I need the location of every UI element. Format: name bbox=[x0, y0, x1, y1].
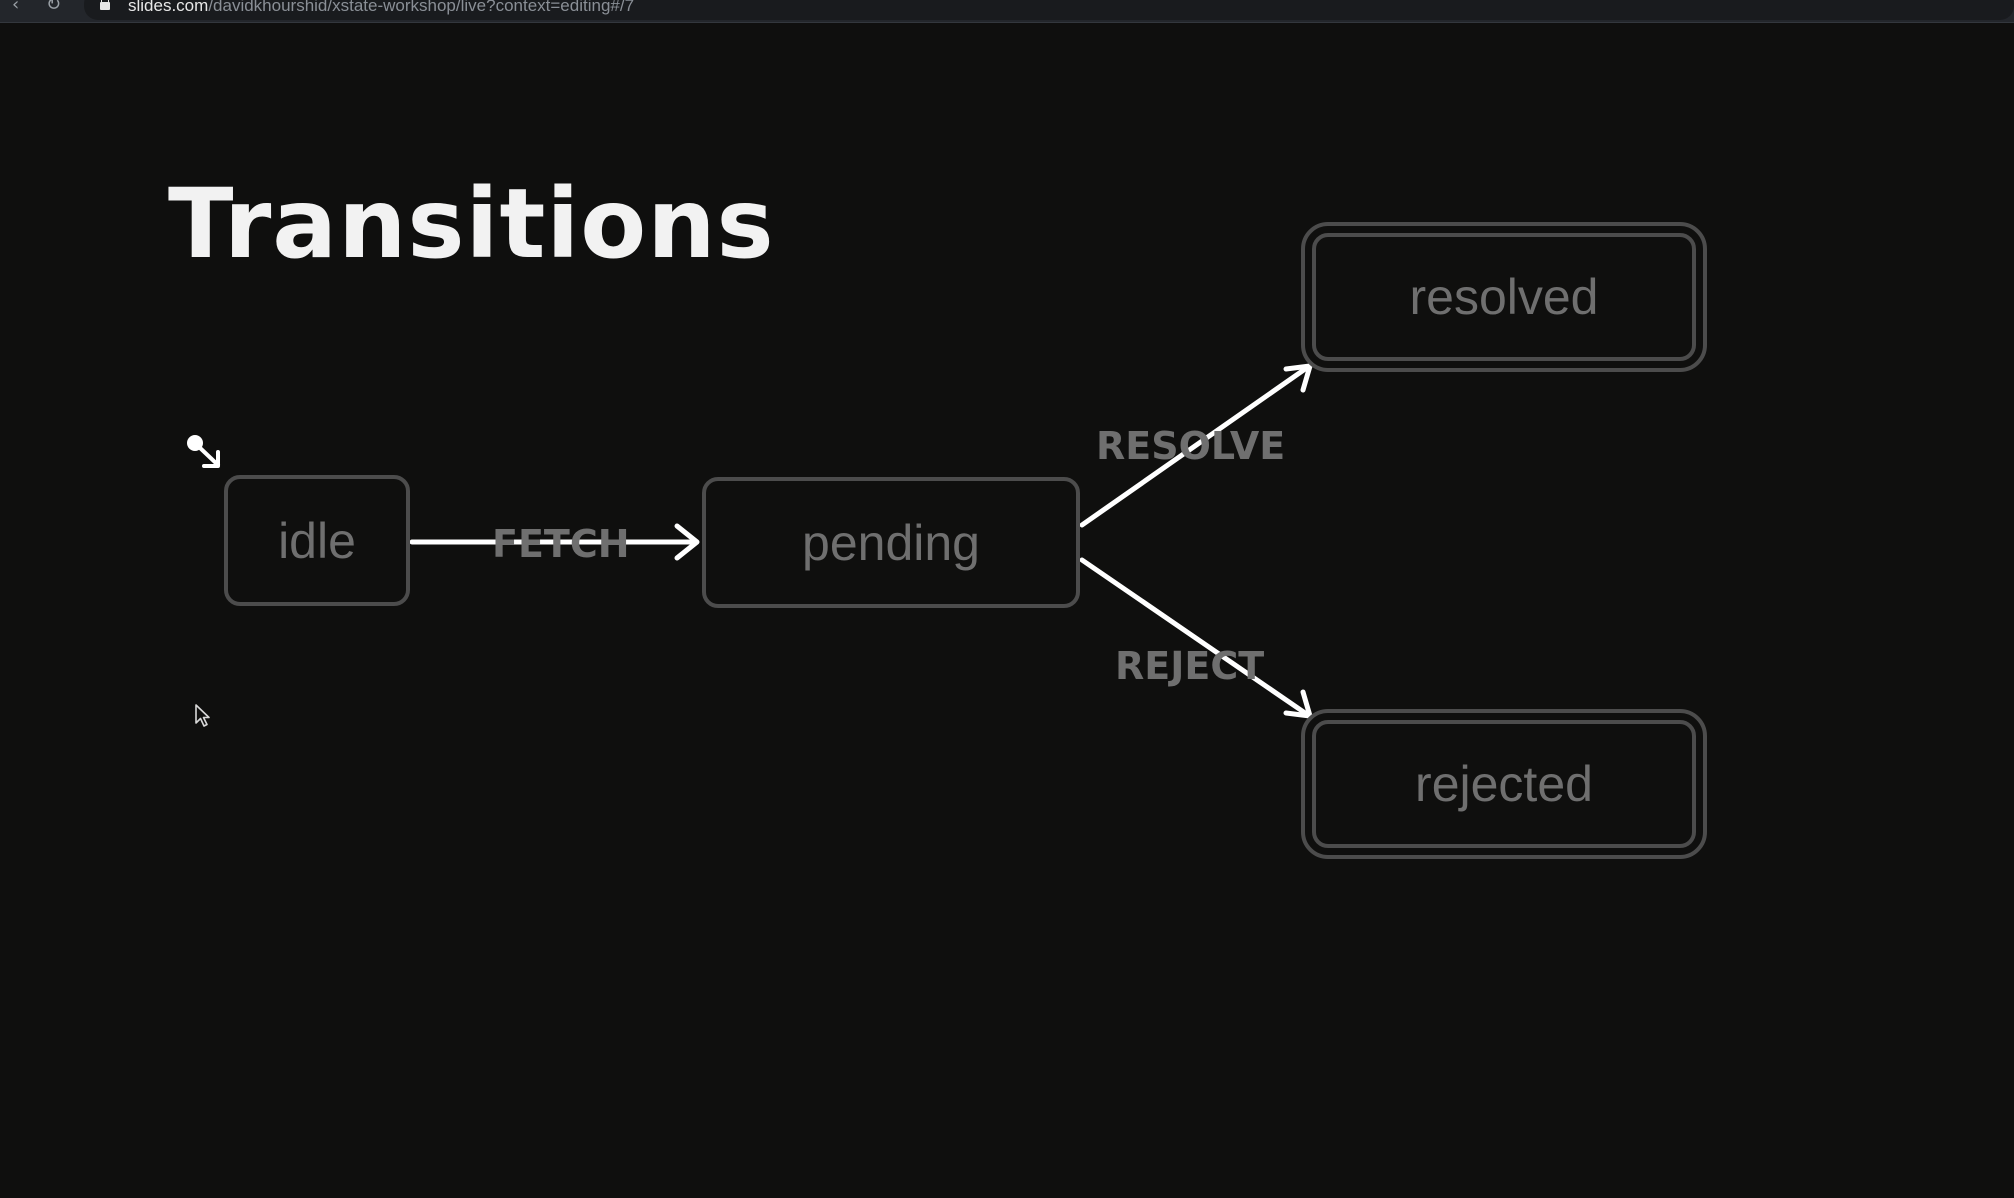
slide-title: Transitions bbox=[168, 168, 775, 280]
state-idle: idle bbox=[224, 475, 410, 606]
lock-icon bbox=[100, 0, 110, 10]
address-bar[interactable]: slides.com/davidkhourshid/xstate-worksho… bbox=[84, 0, 2014, 20]
fetch-arrowhead bbox=[674, 523, 700, 561]
url-path: /davidkhourshid/xstate-workshop/live?con… bbox=[208, 0, 635, 15]
state-resolved-label: resolved bbox=[1409, 269, 1599, 325]
event-reject-label: REJECT bbox=[1115, 644, 1265, 688]
state-resolved: resolved bbox=[1301, 222, 1707, 372]
browser-toolbar: ‹ ↻ slides.com/davidkhourshid/xstate-wor… bbox=[0, 0, 2014, 23]
url-text: slides.com/davidkhourshid/xstate-worksho… bbox=[128, 0, 634, 16]
state-idle-label: idle bbox=[278, 512, 356, 569]
url-host: slides.com bbox=[128, 0, 209, 15]
resolve-arrowhead bbox=[1283, 363, 1313, 393]
state-rejected-label: rejected bbox=[1415, 756, 1593, 812]
resolve-arrow-line bbox=[1079, 364, 1311, 528]
mouse-cursor-icon bbox=[195, 704, 210, 727]
reject-arrowhead bbox=[1283, 689, 1313, 719]
back-icon[interactable]: ‹ bbox=[12, 0, 20, 15]
event-resolve-label: RESOLVE bbox=[1096, 424, 1286, 468]
reload-icon[interactable]: ↻ bbox=[46, 0, 62, 15]
initial-state-icon bbox=[187, 435, 220, 468]
state-pending: pending bbox=[702, 477, 1080, 608]
state-pending-label: pending bbox=[802, 514, 980, 571]
reject-arrow-line bbox=[1079, 557, 1311, 718]
state-rejected: rejected bbox=[1301, 709, 1707, 859]
event-fetch-label: FETCH bbox=[492, 522, 630, 566]
